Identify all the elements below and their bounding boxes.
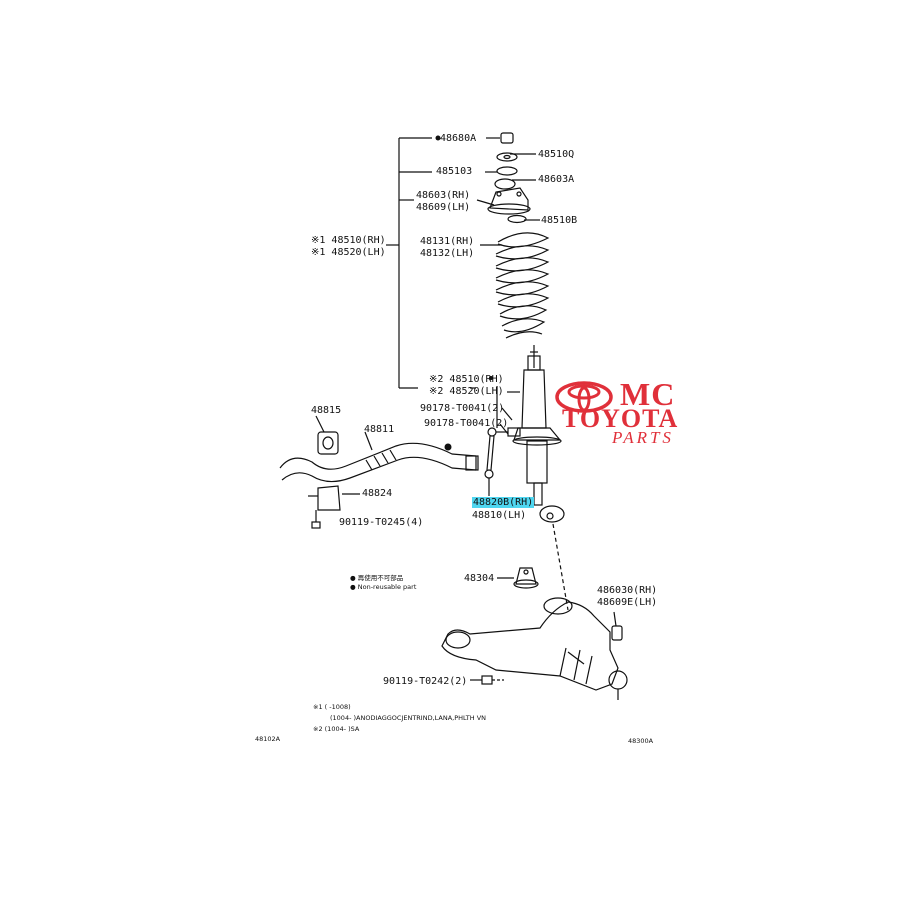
coil-spring [495, 232, 550, 339]
toyota-emblem-icon [555, 381, 613, 413]
label-48609lh: 48609(LH) [416, 202, 471, 213]
label-48520lh-a: ※1 48520(LH) [311, 247, 386, 258]
note-line-2: (1004- )ANODIAGGOCJENTRIND,LANA,PHLTH VN [330, 714, 487, 722]
lower-control-arm [441, 597, 628, 700]
label-48510rh-b: ※2 48510(RH) [429, 374, 504, 385]
label-48132lh: 48132(LH) [420, 248, 475, 259]
note-line-3: ※2 (1004- )SA [313, 725, 360, 733]
watermark-parts: PARTS [612, 428, 674, 447]
watermark-toyota: TOYOTA [562, 404, 679, 433]
stabilizer-link [484, 427, 521, 479]
label-48824: 48824 [362, 488, 393, 499]
label-48603O-rh: 486030(RH) [597, 585, 658, 596]
label-48815: 48815 [311, 405, 342, 416]
legend-line-2: ● Non-reusable part [350, 583, 417, 591]
mc-toyota-parts-watermark: MC TOYOTA PARTS [548, 376, 693, 450]
label-90119-a: 90119-T0245(4) [339, 517, 424, 528]
label-485103: 485103 [436, 166, 473, 177]
watermark-mc: MC [620, 376, 676, 412]
label-48510B: 48510B [541, 215, 578, 226]
label-48820rh: 48820B(RH) [472, 497, 535, 508]
label-48603rh: 48603(RH) [416, 190, 471, 201]
label-48510Q: 48510Q [538, 149, 575, 160]
label-90119-b: 90119-T0242(2) [383, 676, 468, 687]
label-48609E-lh: 48609E(LH) [597, 597, 658, 608]
label-48810lh: 48810(LH) [472, 510, 527, 521]
label-48304: 48304 [464, 573, 495, 584]
note-line-1: ※1 ( -1008) [313, 703, 351, 711]
label-90178-a: 90178-T0041(2) [420, 403, 505, 414]
label-90178-b: 90178-T0041(2) [424, 418, 509, 429]
label-48520lh-b: ※2 48520(LH) [429, 386, 504, 397]
label-48811: 48811 [364, 424, 395, 435]
diagram-code-left: 48102A [255, 735, 281, 743]
label-48131rh: 48131(RH) [420, 236, 475, 247]
stabilizer-bar [279, 431, 479, 511]
label-48680A: 48680A [440, 133, 477, 144]
label-48603A: 48603A [538, 174, 575, 185]
diagram-code-right: 48300A [628, 737, 654, 745]
label-48510rh-a: ※1 48510(RH) [311, 235, 386, 246]
legend-line-1: ● 再使用不可部品 [350, 574, 404, 582]
